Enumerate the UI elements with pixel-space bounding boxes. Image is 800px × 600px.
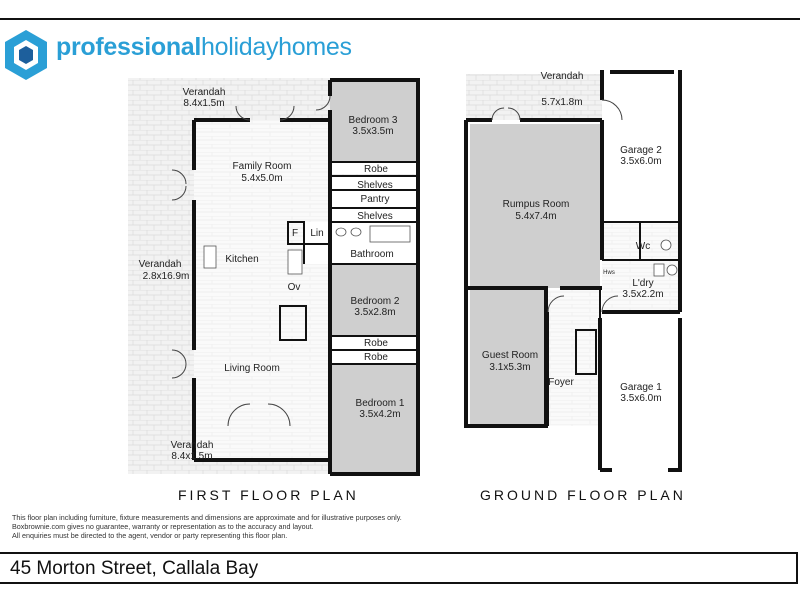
basin-icon — [335, 227, 347, 237]
label-verandah-bottom: Verandah — [171, 440, 214, 451]
brand-name-bold: professional — [56, 33, 202, 61]
label-lin: Lin — [310, 228, 323, 239]
dims-bedroom-1: 3.5x4.2m — [359, 409, 400, 420]
label-f: F — [292, 228, 298, 239]
first-floor-plan: Verandah 8.4x1.5m Bedroom 3 3.5x3.5m Fam… — [128, 78, 420, 476]
label-guest-room: Guest Room — [482, 350, 538, 361]
verandah-paving — [466, 74, 602, 120]
basin-icon — [350, 227, 362, 237]
dims-bedroom-2: 3.5x2.8m — [354, 307, 395, 318]
dims-ldry: 3.5x2.2m — [622, 289, 663, 300]
label-garage-2: Garage 2 — [620, 145, 662, 156]
laundry-tub-icon — [653, 263, 665, 277]
label-bedroom-3: Bedroom 3 — [349, 115, 398, 126]
dims-verandah-side: 2.8x16.9m — [143, 271, 190, 282]
dims-rumpus-room: 5.4x7.4m — [515, 211, 556, 222]
label-kitchen: Kitchen — [225, 254, 258, 265]
ground-floor-title: GROUND FLOOR PLAN — [480, 487, 686, 503]
label-rumpus-room: Rumpus Room — [503, 199, 570, 210]
rumpus-room-area — [470, 124, 600, 288]
foyer-floor — [548, 290, 600, 426]
dims-verandah-bottom: 8.4x1.5m — [171, 451, 212, 462]
label-family-room: Family Room — [233, 161, 292, 172]
label-ldry: L'dry — [632, 278, 653, 289]
label-bathroom: Bathroom — [350, 249, 393, 260]
label-hws: Hws — [603, 270, 615, 276]
dims-garage-1: 3.5x6.0m — [620, 393, 661, 404]
guest-room-area — [470, 290, 546, 424]
cooktop-icon — [287, 249, 303, 275]
label-gf-verandah: Verandah — [541, 71, 584, 82]
brand-header: professionalholidayhomes — [0, 18, 800, 80]
label-foyer: Foyer — [548, 377, 574, 388]
disclaimer-line: Boxbrownie.com gives no guarantee, warra… — [12, 522, 314, 531]
label-garage-1: Garage 1 — [620, 382, 662, 393]
dims-verandah-top: 8.4x1.5m — [183, 98, 224, 109]
kitchen-sink-icon — [203, 245, 217, 269]
hexagon-logo-icon — [5, 30, 47, 80]
brand-name: professionalholidayhomes — [56, 33, 352, 62]
label-robe-c: Robe — [364, 352, 388, 363]
dims-garage-2: 3.5x6.0m — [620, 156, 661, 167]
disclaimer-line: This floor plan including furniture, fix… — [12, 513, 402, 522]
label-wc: Wc — [636, 241, 650, 252]
label-shelves-a: Shelves — [357, 180, 393, 191]
property-address: 45 Morton Street, Callala Bay — [10, 558, 259, 579]
washer-icon — [666, 264, 678, 276]
dims-guest-room: 3.1x5.3m — [489, 362, 530, 373]
dims-family-room: 5.4x5.0m — [241, 173, 282, 184]
bedroom-3-area — [330, 80, 417, 162]
robe-a-area — [330, 162, 417, 174]
dims-bedroom-3: 3.5x3.5m — [352, 126, 393, 137]
dims-gf-verandah: 5.7x1.8m — [541, 97, 582, 108]
label-pantry: Pantry — [361, 194, 390, 205]
label-robe-b: Robe — [364, 338, 388, 349]
label-bedroom-1: Bedroom 1 — [356, 398, 405, 409]
address-bar: 45 Morton Street, Callala Bay — [0, 552, 798, 584]
garage-door-2 — [610, 70, 674, 74]
timber-floor — [194, 120, 330, 460]
label-robe-a: Robe — [364, 164, 388, 175]
label-bedroom-2: Bedroom 2 — [351, 296, 400, 307]
first-floor-title: FIRST FLOOR PLAN — [178, 487, 359, 503]
label-verandah-side: Verandah — [139, 259, 182, 270]
shower-icon — [369, 225, 411, 243]
pantry-area — [330, 176, 417, 222]
disclaimer-line: All enquiries must be directed to the ag… — [12, 531, 288, 540]
top-border — [0, 18, 800, 20]
brand-name-rest: holidayhomes — [201, 33, 352, 61]
disclaimer: This floor plan including furniture, fix… — [12, 513, 432, 540]
label-ov: Ov — [288, 282, 301, 293]
ground-floor-plan: Verandah 5.7x1.8m Garage 2 3.5x6.0m Rump… — [464, 70, 682, 472]
toilet-icon — [660, 239, 672, 251]
bedroom-2-area — [330, 264, 417, 336]
bedroom-1-area — [330, 364, 417, 472]
label-living-room: Living Room — [224, 363, 280, 374]
label-shelves-b: Shelves — [357, 211, 393, 222]
label-verandah-top: Verandah — [183, 87, 226, 98]
